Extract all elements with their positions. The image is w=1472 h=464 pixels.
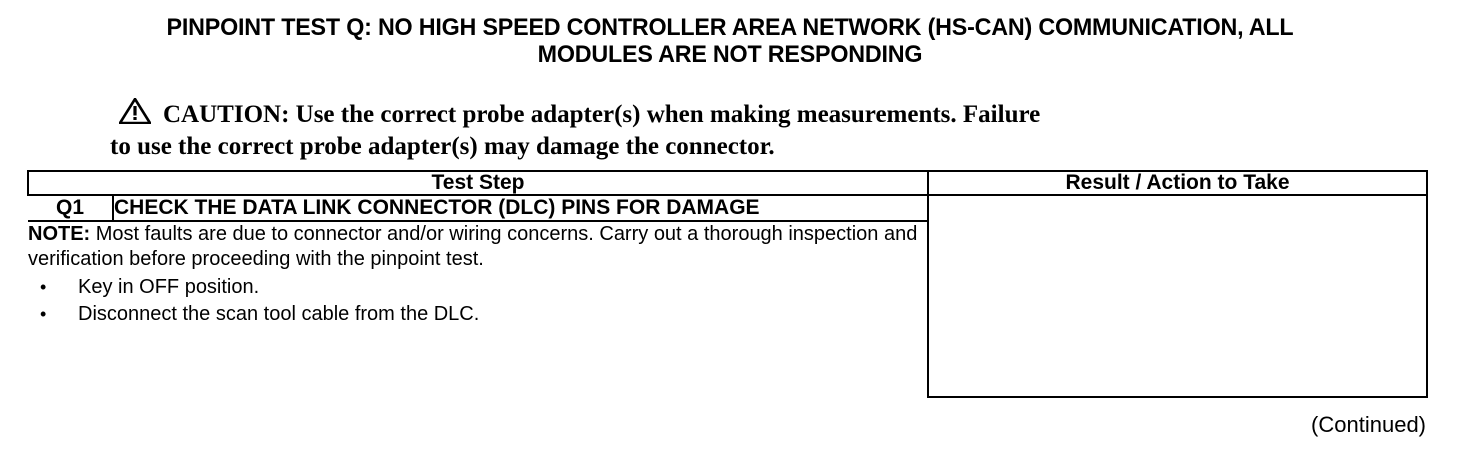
- test-step-inner-table: Q1 CHECK THE DATA LINK CONNECTOR (DLC) P…: [28, 196, 927, 328]
- bullet-icon: •: [40, 277, 47, 297]
- list-item-label: Disconnect the scan tool cable from the …: [78, 303, 480, 325]
- note-label: NOTE:: [28, 223, 91, 245]
- test-step-cell-group: Q1 CHECK THE DATA LINK CONNECTOR (DLC) P…: [28, 195, 928, 397]
- caution-block: CAUTION: Use the correct probe adapter(s…: [110, 96, 1310, 162]
- page-title-line-1: PINPOINT TEST Q: NO HIGH SPEED CONTROLLE…: [166, 14, 1294, 41]
- warning-triangle-icon: [117, 96, 153, 132]
- pinpoint-test-table: Test Step Result / Action to Take Q1 CHE…: [27, 170, 1428, 398]
- note-body: Most faults are due to connector and/or …: [28, 223, 918, 270]
- list-item: • Key in OFF position.: [28, 274, 927, 301]
- note-paragraph: NOTE: Most faults are due to connector a…: [28, 222, 927, 272]
- note-bullet-list: • Key in OFF position. • Disconnect the sc…: [28, 274, 927, 328]
- caution-line-1: CAUTION: Use the correct probe adapter(s…: [110, 96, 1310, 132]
- caution-text-line-2: to use the correct probe adapter(s) may …: [110, 133, 775, 160]
- page-title: PINPOINT TEST Q: NO HIGH SPEED CONTROLLE…: [51, 14, 1409, 68]
- step-title-row: Q1 CHECK THE DATA LINK CONNECTOR (DLC) P…: [28, 196, 927, 222]
- step-note-row: NOTE: Most faults are due to connector a…: [28, 220, 927, 328]
- step-title: CHECK THE DATA LINK CONNECTOR (DLC) PINS…: [112, 196, 927, 222]
- page-title-line-2: MODULES ARE NOT RESPONDING: [537, 41, 923, 68]
- continued-label: (Continued): [1311, 412, 1426, 437]
- step-id: Q1: [28, 196, 114, 222]
- step-note-cell: NOTE: Most faults are due to connector a…: [28, 220, 927, 328]
- caution-text-line-1: CAUTION: Use the correct probe adapter(s…: [163, 101, 1041, 128]
- list-item: • Disconnect the scan tool cable from the…: [28, 301, 927, 328]
- bullet-icon: •: [40, 304, 47, 324]
- list-item-label: Key in OFF position.: [78, 276, 260, 298]
- result-action-cell: [927, 194, 1428, 398]
- table-header-row: Test Step Result / Action to Take: [27, 170, 1428, 196]
- table-row: Q1 CHECK THE DATA LINK CONNECTOR (DLC) P…: [28, 194, 1428, 398]
- column-header-result-action: Result / Action to Take: [927, 170, 1428, 196]
- column-header-test-step: Test Step: [27, 170, 929, 196]
